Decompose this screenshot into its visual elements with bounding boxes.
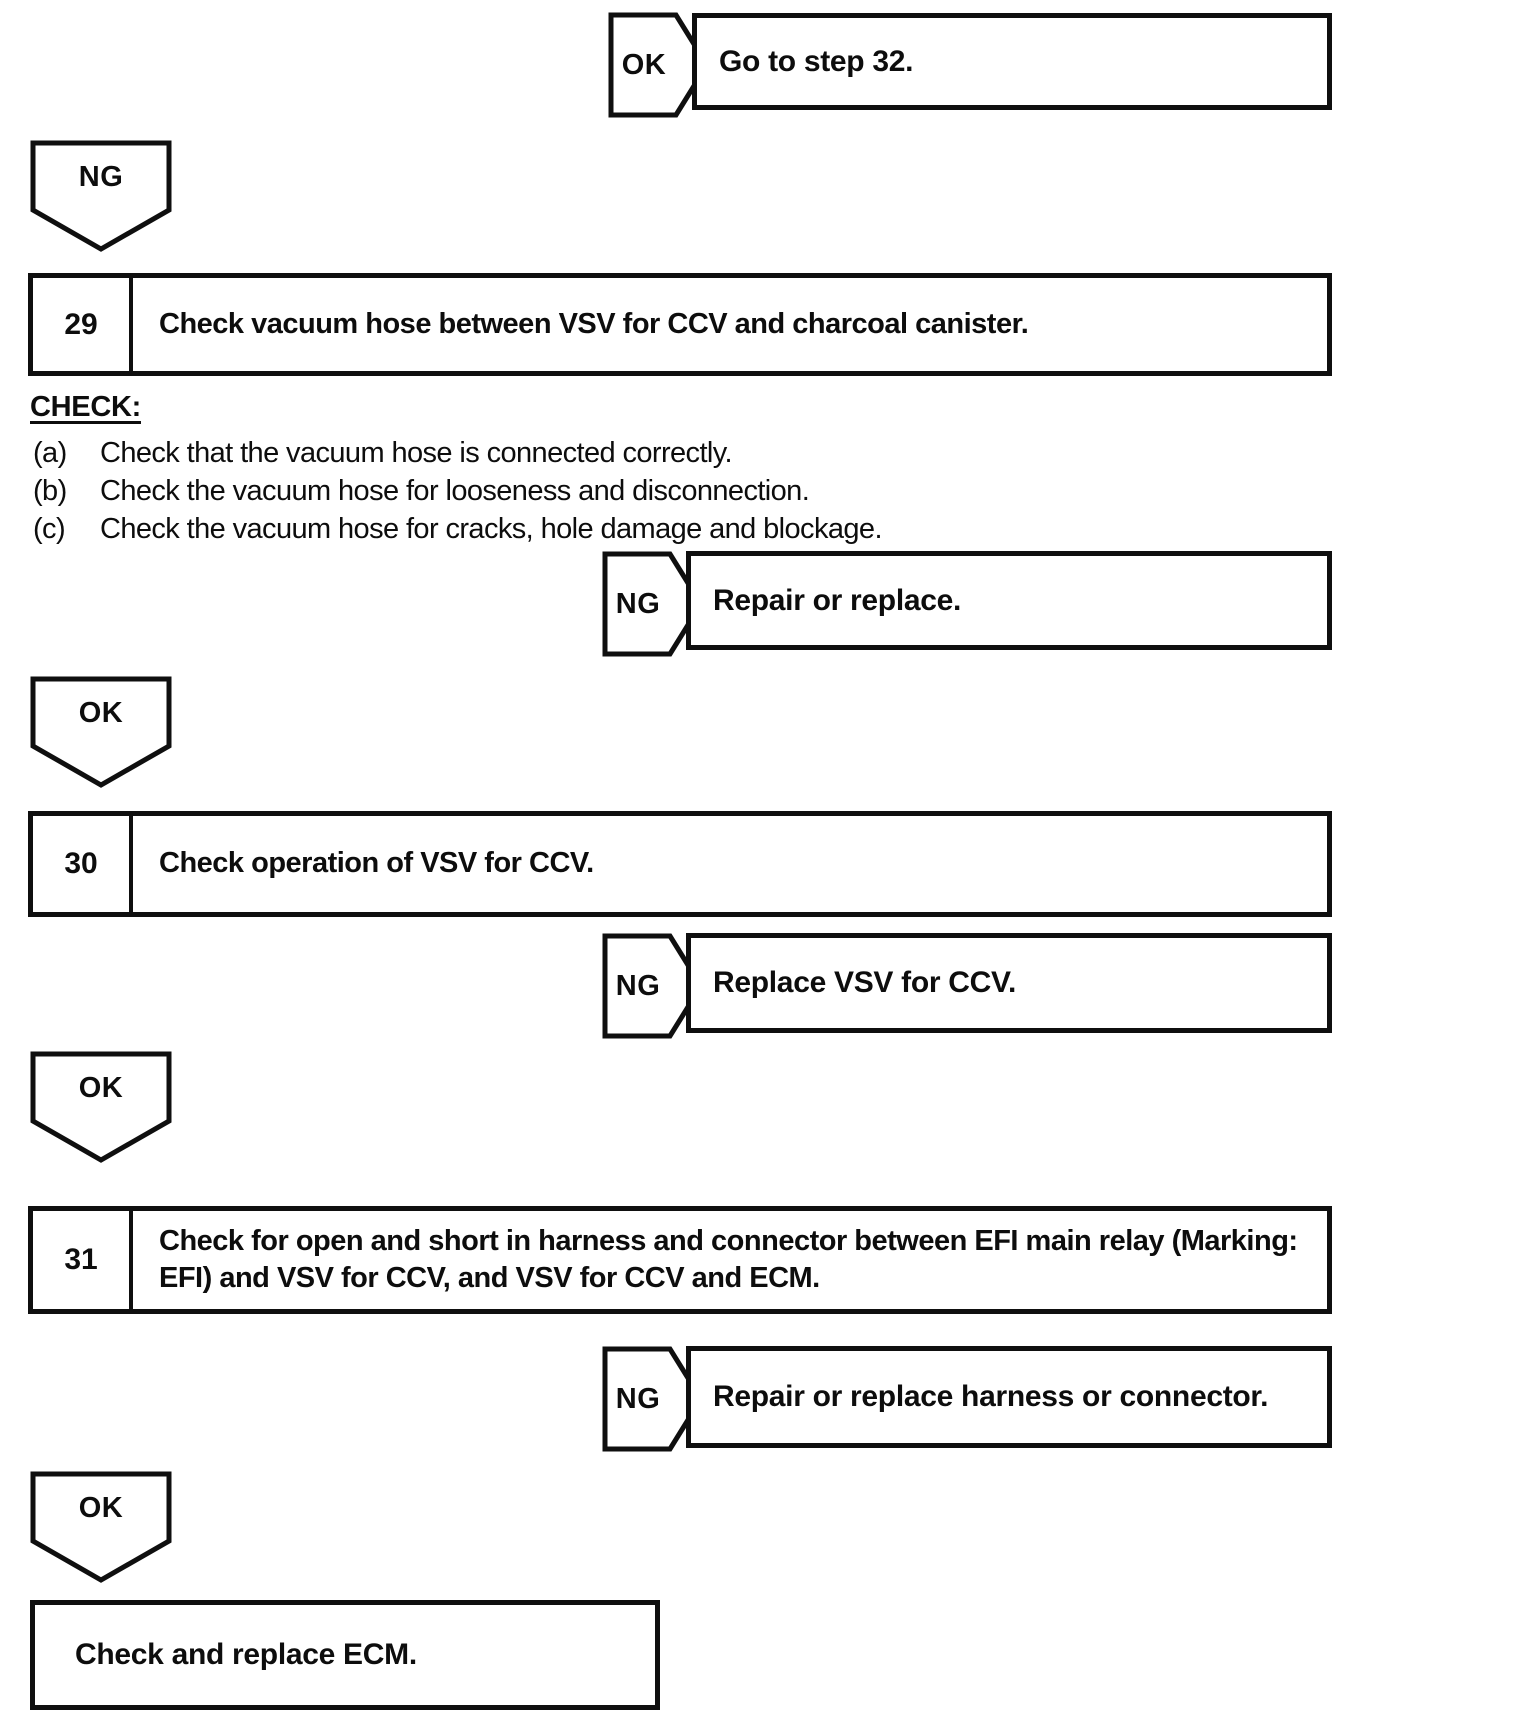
down-arrow-pentagon-icon: [30, 1471, 172, 1583]
check-item-c: (c) Check the vacuum hose for cracks, hol…: [33, 513, 883, 546]
replace-vsv-text: Replace VSV for CCV.: [713, 966, 1017, 999]
right-arrow-pentagon-icon: [602, 551, 704, 657]
ng-branch-arrow-29: NG: [602, 551, 704, 657]
ng-label: NG: [615, 1382, 661, 1415]
ok-connector-29: OK: [30, 676, 172, 788]
ok-label: OK: [78, 696, 124, 729]
check-heading: CHECK:: [30, 391, 141, 423]
step-30-number: 30: [33, 816, 133, 912]
ok-label: OK: [621, 48, 667, 81]
go-to-step-32-box: Go to step 32.: [692, 13, 1332, 110]
step-31-number: 31: [33, 1211, 133, 1309]
ng-label: NG: [615, 969, 661, 1002]
check-item-b-text: Check the vacuum hose for looseness and …: [100, 475, 810, 507]
ng-label: NG: [78, 160, 124, 193]
go-to-step-32-text: Go to step 32.: [719, 44, 914, 78]
check-item-a-text: Check that the vacuum hose is connected …: [100, 437, 733, 469]
step-29-title: Check vacuum hose between VSV for CCV an…: [159, 307, 1029, 340]
step-30-title: Check operation of VSV for CCV.: [159, 847, 594, 880]
check-item-a: (a) Check that the vacuum hose is connect…: [33, 437, 733, 470]
repair-harness-box: Repair or replace harness or connector.: [686, 1346, 1332, 1448]
check-item-c-index: (c): [33, 513, 66, 545]
ok-label: OK: [78, 1491, 124, 1524]
right-arrow-pentagon-icon: [602, 933, 704, 1039]
step-31-box: 31 Check for open and short in harness a…: [28, 1206, 1332, 1314]
repair-or-replace-box: Repair or replace.: [686, 551, 1332, 650]
ok-connector-30: OK: [30, 1051, 172, 1163]
down-arrow-pentagon-icon: [30, 1051, 172, 1163]
ng-branch-arrow-31: NG: [602, 1346, 704, 1452]
down-arrow-pentagon-icon: [30, 140, 172, 252]
ok-branch-arrow-top: OK: [608, 12, 710, 118]
check-item-b-index: (b): [33, 475, 67, 507]
step-29-number: 29: [33, 278, 133, 371]
ng-connector-top: NG: [30, 140, 172, 252]
repair-or-replace-text: Repair or replace.: [713, 583, 962, 617]
replace-vsv-box: Replace VSV for CCV.: [686, 933, 1332, 1033]
final-action-text: Check and replace ECM.: [75, 1638, 417, 1671]
check-item-c-text: Check the vacuum hose for cracks, hole d…: [100, 513, 883, 545]
ok-connector-31: OK: [30, 1471, 172, 1583]
step-29-box: 29 Check vacuum hose between VSV for CCV…: [28, 273, 1332, 376]
step-31-title: Check for open and short in harness and …: [159, 1224, 1298, 1294]
check-item-b: (b) Check the vacuum hose for looseness a…: [33, 475, 810, 508]
right-arrow-pentagon-icon: [608, 12, 710, 118]
ng-label: NG: [615, 587, 661, 620]
ng-branch-arrow-30: NG: [602, 933, 704, 1039]
ok-label: OK: [78, 1071, 124, 1104]
step-30-box: 30 Check operation of VSV for CCV.: [28, 811, 1332, 917]
repair-harness-text: Repair or replace harness or connector.: [713, 1380, 1269, 1413]
final-action-box: Check and replace ECM.: [30, 1600, 660, 1710]
right-arrow-pentagon-icon: [602, 1346, 704, 1452]
down-arrow-pentagon-icon: [30, 676, 172, 788]
check-item-a-index: (a): [33, 437, 67, 469]
